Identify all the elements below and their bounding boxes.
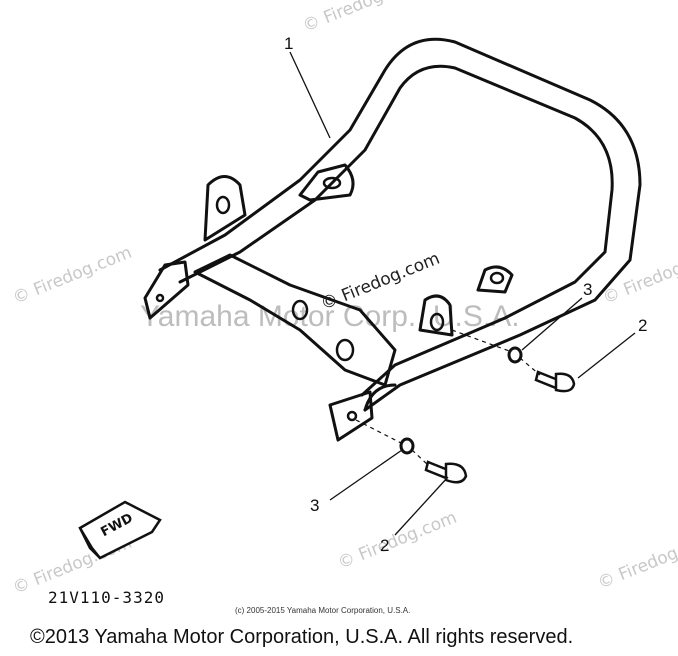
footer-copyright: ©2013 Yamaha Motor Corporation, U.S.A. A… [30,626,574,648]
bolt-hole [322,176,342,190]
right-tab-upper [418,294,454,337]
bolt-lower-head [444,462,468,484]
assembly-line [411,449,429,466]
callout-part-2-upper: 2 [638,316,648,335]
callout-part-2-lower: 2 [380,536,390,555]
tube-end [363,383,397,412]
guard-tube-outer [158,37,642,412]
diagram-code: 21V110-3320 [48,588,165,607]
bolt-upper-head [554,372,576,393]
washer-upper [507,346,523,364]
bolt-lower-shank [424,460,450,480]
leader-2-lower [394,476,449,536]
callout-part-3-upper: 3 [583,280,593,299]
right-tab-rear [476,265,514,294]
small-copyright: (c) 2005-2015 Yamaha Motor Corporation, … [235,606,411,615]
cross-plate [193,253,397,387]
assembly-line [451,329,513,353]
bolt-hole [489,271,505,285]
washer-lower [399,437,415,455]
bolt-hole [155,293,165,303]
leader-3-upper [521,297,583,351]
bolt-hole [429,312,445,332]
lower-plate [328,390,374,442]
bolt-hole [291,299,309,321]
leader-2-upper [577,332,636,379]
left-bracket [143,260,190,320]
upper-tab-right [298,163,355,202]
assembly-line [355,419,404,445]
fwd-arrow-tag [78,500,162,560]
bolt-hole [346,410,358,422]
leader-3-lower [329,449,403,501]
guard-tube-inner [178,64,614,397]
bolt-hole [215,195,231,215]
bolt-hole [335,338,355,362]
leader-1 [289,51,331,139]
corporate-watermark: Yamaha Motor Corp., U.S.A. [140,300,520,333]
upper-tab-left [203,175,247,242]
callout-part-1: 1 [284,34,294,53]
callout-part-3-lower: 3 [310,496,320,515]
